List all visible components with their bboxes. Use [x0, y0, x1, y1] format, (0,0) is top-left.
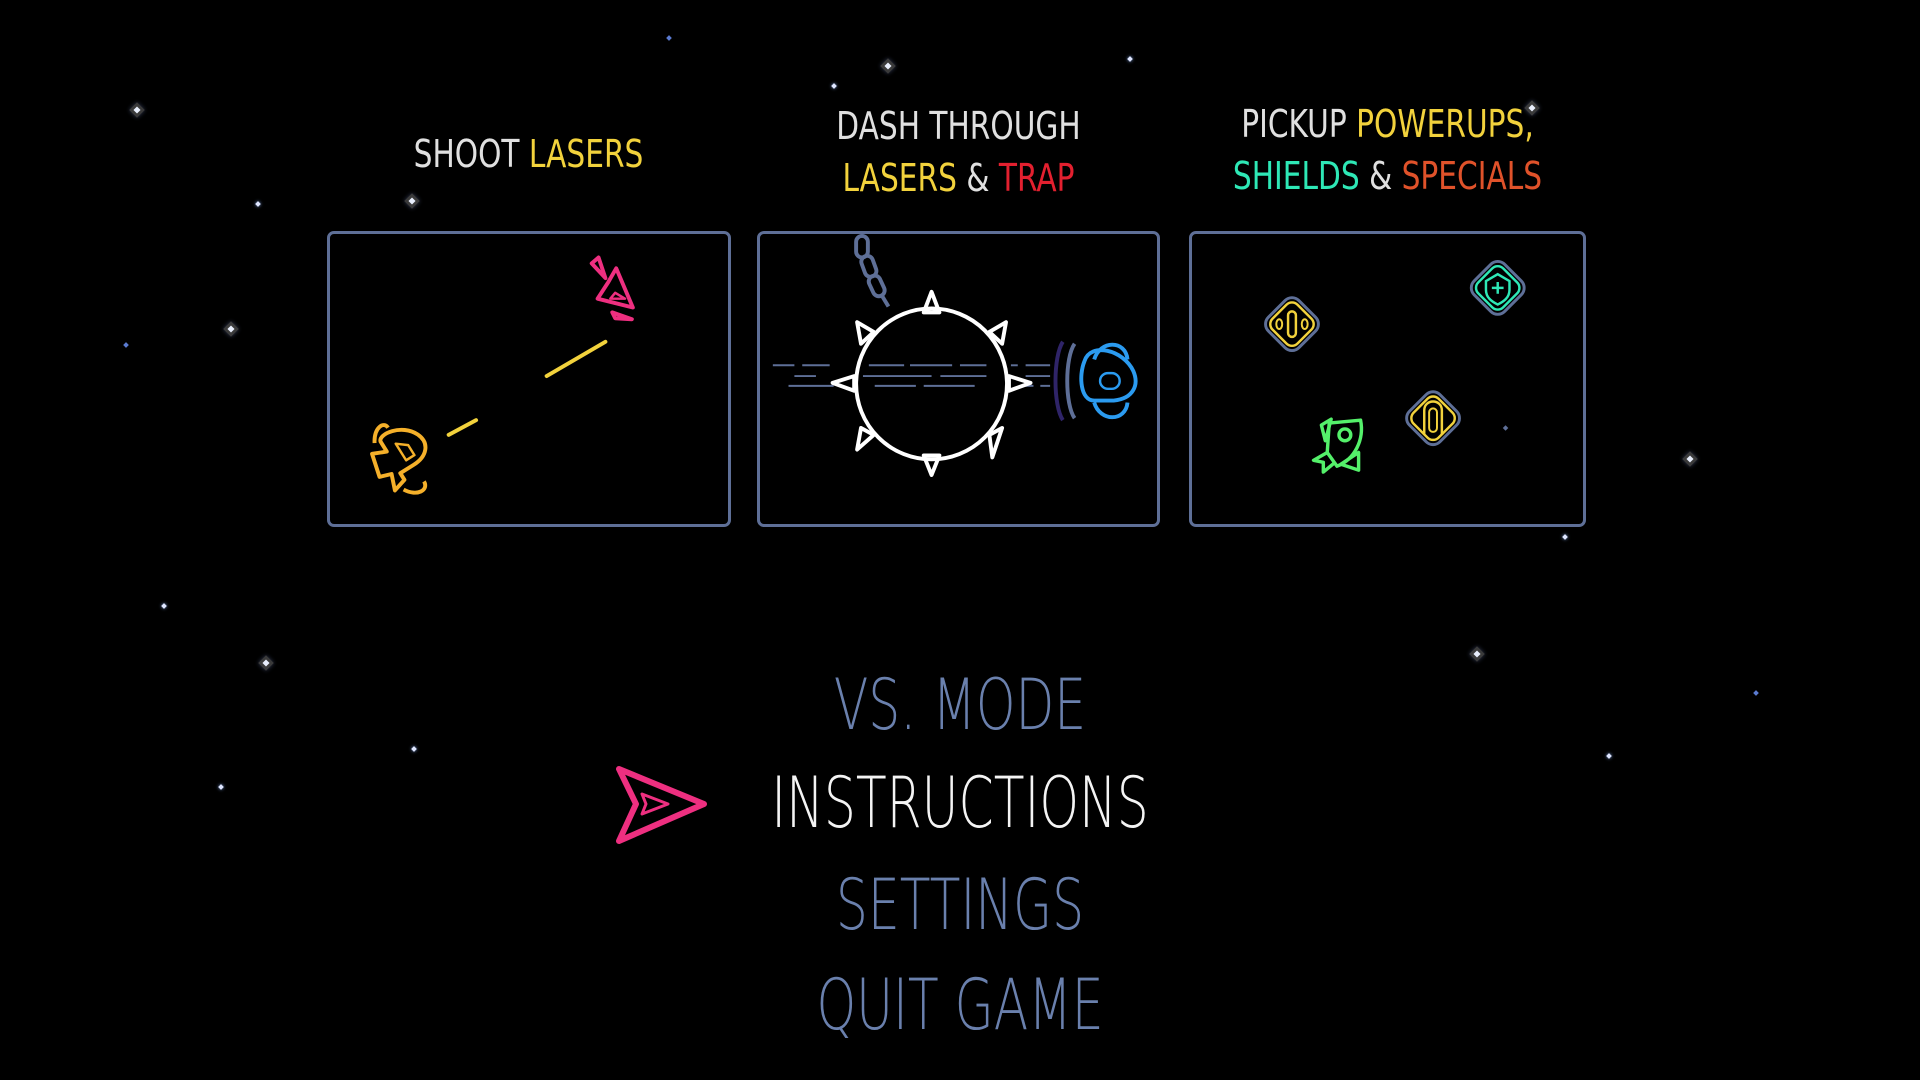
- tutorial-panel-pickup: [1189, 231, 1586, 527]
- menu-item-label: SETTINGS: [835, 864, 1085, 946]
- star-icon: [218, 784, 224, 790]
- star-icon: [1562, 534, 1568, 540]
- star-icon: [831, 83, 837, 89]
- caption-shoot-lasers: SHOOT LASERS: [371, 128, 685, 180]
- triple-shot-powerup-icon: [1264, 296, 1320, 353]
- caption-word: &: [956, 156, 999, 200]
- star-icon: [1682, 451, 1698, 467]
- chain-icon: [854, 234, 891, 308]
- caption-word: SPECIALS: [1401, 154, 1543, 198]
- star-icon: [255, 201, 261, 207]
- dash-trail-icon: [772, 364, 1051, 387]
- menu-item-quit-game[interactable]: QUIT GAME: [269, 965, 1651, 1045]
- star-icon: [223, 321, 239, 337]
- caption-dash-through: DASH THROUGH LASERS & TRAP: [801, 100, 1115, 204]
- enemy-ship-icon: [589, 255, 635, 322]
- caption-pickup-powerups: PICKUP POWERUPS, SHIELDS & SPECIALS: [1233, 98, 1543, 202]
- blue-ship-icon: [1053, 340, 1138, 422]
- caption-word: POWERUPS,: [1356, 102, 1534, 146]
- star-icon: [411, 746, 417, 752]
- spiked-ball-trap-icon: [830, 289, 1033, 477]
- pierce-powerup-icon: [1405, 390, 1461, 447]
- star-icon: [1753, 690, 1759, 696]
- rocket-special-icon: [1311, 417, 1364, 474]
- dash-illustration: [772, 234, 1138, 477]
- star-icon: [1502, 425, 1509, 431]
- menu-item-vs-mode[interactable]: VS. MODE: [269, 665, 1651, 745]
- shield-powerup-icon: [1469, 259, 1526, 316]
- menu-item-instructions[interactable]: INSTRUCTIONS: [269, 763, 1651, 843]
- menu-item-label: INSTRUCTIONS: [771, 762, 1149, 844]
- caption-word: LASERS: [842, 156, 957, 200]
- caption-word: SHOOT: [413, 132, 529, 176]
- menu-item-settings[interactable]: SETTINGS: [269, 865, 1651, 945]
- caption-word: &: [1359, 154, 1402, 198]
- star-icon: [880, 58, 896, 74]
- shoot-lasers-illustration: [370, 255, 635, 495]
- star-icon: [1127, 56, 1133, 62]
- star-icon: [1469, 646, 1485, 662]
- pink-arrow-cursor-icon: [616, 766, 707, 844]
- caption-word: SHIELDS: [1232, 154, 1360, 198]
- player-ship-icon: [370, 423, 428, 495]
- laser-bolt-icon: [446, 339, 608, 437]
- star-icon: [666, 35, 672, 41]
- menu-item-label: QUIT GAME: [816, 964, 1104, 1046]
- pickup-illustration: [1264, 259, 1526, 474]
- caption-word: LASERS: [528, 132, 644, 176]
- caption-word: DASH THROUGH: [836, 104, 1081, 148]
- star-icon: [123, 342, 129, 348]
- star-icon: [161, 603, 167, 609]
- caption-word: PICKUP: [1241, 102, 1357, 146]
- tutorial-panel-dash: [757, 231, 1160, 527]
- menu-item-label: VS. MODE: [833, 664, 1087, 746]
- star-icon: [129, 102, 145, 118]
- tutorial-panel-shoot: [327, 231, 731, 527]
- star-icon: [1606, 753, 1612, 759]
- caption-word: TRAP: [998, 156, 1075, 200]
- star-icon: [404, 193, 420, 209]
